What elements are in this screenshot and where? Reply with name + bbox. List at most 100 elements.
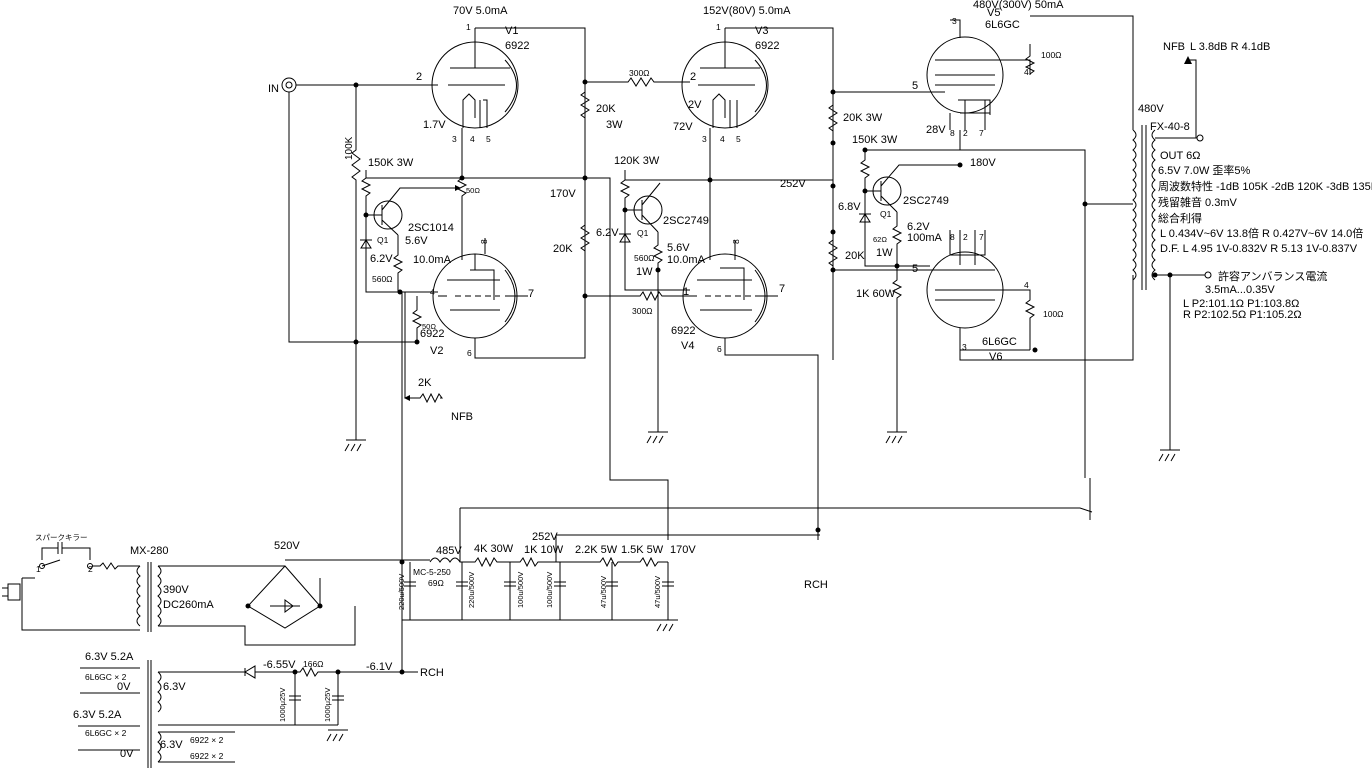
svg-text:2: 2 [963, 128, 968, 138]
svg-text:R P2:102.5Ω P1:105.2Ω: R P2:102.5Ω P1:105.2Ω [1183, 309, 1302, 321]
svg-text:5: 5 [486, 134, 491, 144]
svg-text:3: 3 [702, 134, 707, 144]
svg-text:6: 6 [717, 344, 722, 354]
ground-icon [326, 729, 348, 742]
svg-text:6.2V: 6.2V [596, 227, 619, 239]
svg-text:1K 60W: 1K 60W [856, 288, 896, 300]
svg-text:6922: 6922 [420, 328, 444, 340]
svg-text:2: 2 [416, 71, 422, 83]
svg-text:180V: 180V [970, 157, 996, 169]
svg-text:1000μ25V: 1000μ25V [323, 688, 332, 722]
svg-text:6.5V 7.0W 歪率5%: 6.5V 7.0W 歪率5% [1158, 163, 1251, 177]
svg-text:7: 7 [779, 283, 785, 295]
svg-text:300Ω: 300Ω [632, 306, 653, 316]
svg-text:Q1: Q1 [637, 228, 649, 238]
svg-text:6.2V: 6.2V [907, 221, 930, 233]
svg-text:485V: 485V [436, 545, 462, 557]
svg-text:2K: 2K [418, 377, 432, 389]
svg-text:10.0mA: 10.0mA [667, 254, 706, 266]
output-terminal-icon[interactable] [1204, 271, 1212, 279]
svg-text:5: 5 [912, 80, 918, 92]
v1-name: V1 [505, 25, 518, 37]
bridge-rectifier-icon [247, 565, 321, 629]
svg-text:120K 3W: 120K 3W [614, 155, 660, 167]
svg-text:FX-40-8: FX-40-8 [1150, 121, 1190, 133]
input-jack-icon[interactable] [281, 77, 297, 93]
rch-mid-label: RCH [804, 579, 828, 591]
svg-text:V6: V6 [989, 351, 1002, 363]
svg-text:100mA: 100mA [907, 232, 943, 244]
svg-text:6.8V: 6.8V [838, 201, 861, 213]
tube-v4: 10.0mA 1 7 8 6 6922 V4 RCH [667, 235, 828, 591]
svg-text:6.3V: 6.3V [163, 681, 186, 693]
svg-text:100u/500V: 100u/500V [516, 572, 525, 608]
svg-text:1: 1 [36, 564, 41, 574]
svg-text:2SC2749: 2SC2749 [663, 215, 709, 227]
svg-text:2: 2 [963, 232, 968, 242]
svg-text:5.6V: 5.6V [667, 242, 690, 254]
svg-text:50Ω: 50Ω [422, 322, 436, 331]
svg-text:1W: 1W [876, 247, 893, 259]
svg-text:150K 3W: 150K 3W [368, 157, 414, 169]
svg-text:1: 1 [683, 286, 689, 298]
spark-killer-label: スパークキラー [35, 533, 88, 542]
svg-text:NFB: NFB [1163, 41, 1185, 53]
svg-text:D.F. L 4.95 1V-0.832V R 5.13: D.F. L 4.95 1V-0.832V R 5.13 1V-0.837V [1160, 243, 1358, 255]
svg-text:2SC2749: 2SC2749 [903, 195, 949, 207]
nfb-bottom-label: NFB [451, 411, 473, 423]
svg-text:-6.55V: -6.55V [263, 659, 296, 671]
svg-text:2: 2 [88, 564, 93, 574]
svg-text:170V: 170V [550, 188, 576, 200]
svg-text:72V: 72V [673, 121, 693, 133]
svg-text:6: 6 [467, 348, 472, 358]
svg-text:2SC1014: 2SC1014 [408, 222, 454, 234]
svg-text:6L6GC: 6L6GC [985, 19, 1020, 31]
svg-text:252V: 252V [780, 178, 806, 190]
svg-text:6.2V: 6.2V [370, 253, 393, 265]
ground-icon [885, 431, 907, 444]
svg-text:6.3V 5.2A: 6.3V 5.2A [85, 651, 134, 663]
svg-text:7: 7 [528, 288, 534, 300]
svg-text:62Ω: 62Ω [873, 235, 887, 244]
r-100k-label: 100K [344, 136, 355, 160]
input-label: IN [268, 83, 279, 95]
svg-text:20K: 20K [596, 103, 616, 115]
svg-text:4: 4 [430, 287, 435, 297]
v1-cathode-v: 1.7V [423, 119, 446, 131]
svg-text:3: 3 [452, 134, 457, 144]
svg-text:220u/500V: 220u/500V [397, 574, 406, 610]
svg-text:3.5mA...0.35V: 3.5mA...0.35V [1205, 284, 1275, 296]
svg-text:総合利得: 総合利得 [1158, 211, 1202, 225]
svg-text:6922: 6922 [671, 325, 695, 337]
svg-text:5.6V: 5.6V [405, 235, 428, 247]
svg-text:MX-280: MX-280 [130, 545, 169, 557]
svg-text:4K 30W: 4K 30W [474, 543, 514, 555]
v1-type: 6922 [505, 40, 529, 52]
svg-text:5: 5 [736, 134, 741, 144]
svg-text:4: 4 [1024, 67, 1029, 77]
svg-text:6.3V 5.2A: 6.3V 5.2A [73, 709, 122, 721]
ccs-mid: 120K 3W Q1 2SC2749 6.2V 5.6V 560Ω 1W [596, 155, 833, 444]
svg-text:100Ω: 100Ω [1043, 309, 1064, 319]
svg-text:6L6GC × 2: 6L6GC × 2 [85, 672, 127, 682]
svg-text:8: 8 [950, 128, 955, 138]
svg-text:DC260mA: DC260mA [163, 599, 214, 611]
svg-text:1.5K 5W: 1.5K 5W [621, 544, 664, 556]
r-20k-3w-v1: 20K 3W 300Ω [580, 68, 690, 131]
svg-text:560Ω: 560Ω [634, 253, 655, 263]
output-terminal-icon[interactable] [1196, 134, 1204, 142]
svg-text:周波数特性 -1dB 105K -2dB 120K -3dB: 周波数特性 -1dB 105K -2dB 120K -3dB 135K [1158, 179, 1372, 193]
svg-text:8: 8 [731, 239, 741, 244]
svg-text:-6.1V: -6.1V [366, 661, 393, 673]
svg-text:150K 3W: 150K 3W [852, 134, 898, 146]
svg-text:OUT 6Ω: OUT 6Ω [1160, 150, 1200, 162]
svg-text:V2: V2 [430, 345, 443, 357]
svg-text:Q1: Q1 [880, 209, 892, 219]
svg-text:4: 4 [470, 134, 475, 144]
svg-text:残留雑音 0.3mV: 残留雑音 0.3mV [1158, 195, 1238, 209]
svg-text:7: 7 [979, 128, 984, 138]
svg-text:10.0mA: 10.0mA [413, 254, 452, 266]
svg-text:6L6GC × 2: 6L6GC × 2 [85, 728, 127, 738]
svg-text:2: 2 [690, 71, 696, 83]
svg-text:2.2K 5W: 2.2K 5W [575, 544, 618, 556]
